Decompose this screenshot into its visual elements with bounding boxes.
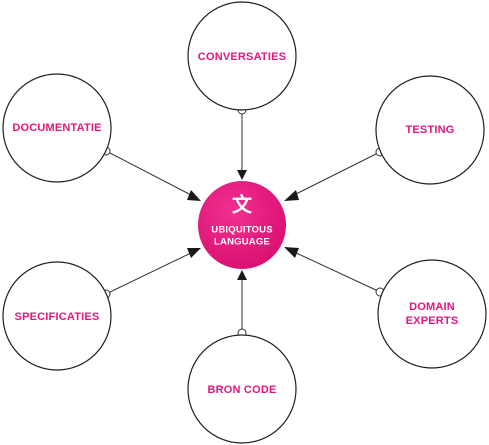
node-label: TESTING — [405, 124, 454, 136]
node-ubiquitous-language: 文 UBIQUITOUS LANGUAGE — [198, 181, 286, 269]
node-domain-experts: DOMAIN EXPERTS — [377, 259, 487, 369]
arrowhead — [284, 247, 299, 258]
arrowhead — [237, 270, 247, 280]
translate-icon: 文 — [232, 193, 253, 217]
node-specificaties: SPECIFICATIES — [2, 261, 112, 371]
node-label: SPECIFICATIES — [15, 311, 100, 323]
connector-bron-code — [237, 270, 247, 338]
arrowhead — [187, 248, 201, 258]
connector-testing — [284, 147, 385, 201]
node-conversaties: CONVERSATIES — [187, 1, 297, 111]
node-label: CONVERSATIES — [198, 51, 286, 63]
node-label: DOCUMENTATIE — [12, 122, 101, 134]
arrowhead — [284, 190, 299, 201]
connector-domain-experts — [284, 247, 385, 297]
node-label-line1: DOMAIN — [409, 301, 455, 313]
arrowhead — [237, 170, 247, 180]
node-label: BRON CODE — [207, 384, 276, 396]
node-testing: TESTING — [375, 75, 485, 185]
connector-conversaties — [237, 105, 247, 180]
node-label-line2: EXPERTS — [406, 315, 459, 327]
center-label-line1: UBIQUITOUS — [211, 225, 272, 236]
node-documentatie: DOCUMENTATIE — [2, 73, 112, 183]
node-bron-code: BRON CODE — [187, 334, 297, 444]
center-label-line2: LANGUAGE — [214, 237, 270, 248]
arrowhead — [187, 190, 201, 201]
connector-documentatie — [101, 146, 201, 201]
connector-specificaties — [101, 248, 201, 299]
